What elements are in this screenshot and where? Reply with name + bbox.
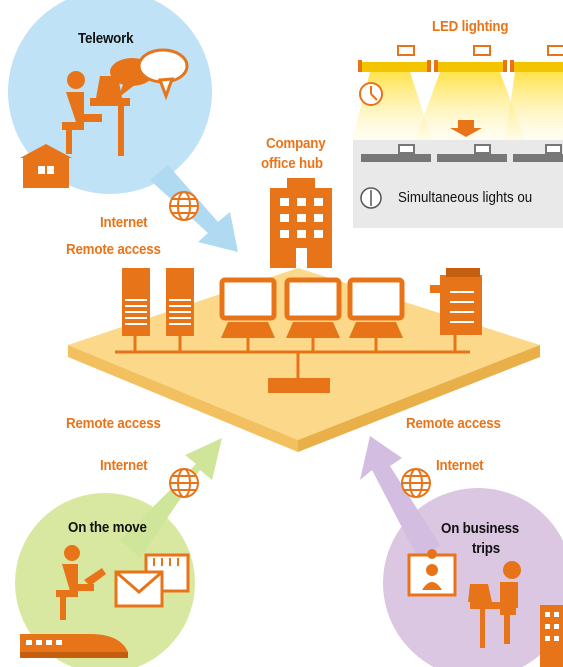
building-icon bbox=[540, 605, 563, 667]
ceiling-light-icon bbox=[360, 144, 563, 209]
internet-label-right: Internet bbox=[436, 458, 484, 474]
arrow-business bbox=[360, 436, 440, 562]
company-hub-label-line1: Company bbox=[266, 136, 326, 152]
video-call-icon bbox=[407, 549, 457, 597]
monitor-icon bbox=[219, 277, 277, 338]
person-at-desk-icon bbox=[62, 71, 130, 156]
switch-hub-icon bbox=[268, 378, 330, 393]
simultaneous-lights-out-label: Simultaneous lights ou bbox=[398, 190, 533, 206]
internet-label-top: Internet bbox=[100, 215, 148, 231]
on-business-label-line2: trips bbox=[472, 541, 500, 557]
remote-access-label-right: Remote access bbox=[406, 416, 501, 432]
building-icon bbox=[270, 178, 332, 268]
person-at-desk-icon bbox=[468, 561, 521, 648]
remote-access-label-left: Remote access bbox=[66, 416, 161, 432]
globe-icon bbox=[169, 191, 199, 221]
house-icon bbox=[20, 144, 72, 188]
network-bus bbox=[115, 335, 470, 380]
monitor-icon bbox=[284, 277, 342, 338]
clock-icon bbox=[359, 82, 383, 106]
down-arrow-icon bbox=[450, 120, 482, 137]
company-hub-label-line2: office hub bbox=[261, 156, 323, 172]
printer-icon bbox=[430, 268, 482, 335]
globe-icon bbox=[401, 468, 431, 498]
telework-label: Telework bbox=[78, 31, 134, 47]
monitor-icon bbox=[347, 277, 405, 338]
led-lighting-label: LED lighting bbox=[432, 19, 509, 35]
arrow-on-the-move bbox=[120, 438, 222, 558]
internet-label-left: Internet bbox=[100, 458, 148, 474]
on-the-move-label: On the move bbox=[68, 520, 147, 536]
speech-bubble-icon bbox=[110, 48, 189, 101]
on-business-label-line1: On business bbox=[441, 521, 520, 537]
person-at-desk-icon bbox=[56, 545, 106, 620]
server-icon bbox=[122, 268, 194, 336]
lights-off-panel bbox=[353, 140, 563, 228]
remote-access-label-top: Remote access bbox=[66, 242, 161, 258]
train-icon bbox=[20, 634, 128, 658]
envelope-icon bbox=[114, 553, 190, 608]
led-lit-row bbox=[352, 45, 563, 140]
globe-icon bbox=[169, 468, 199, 498]
